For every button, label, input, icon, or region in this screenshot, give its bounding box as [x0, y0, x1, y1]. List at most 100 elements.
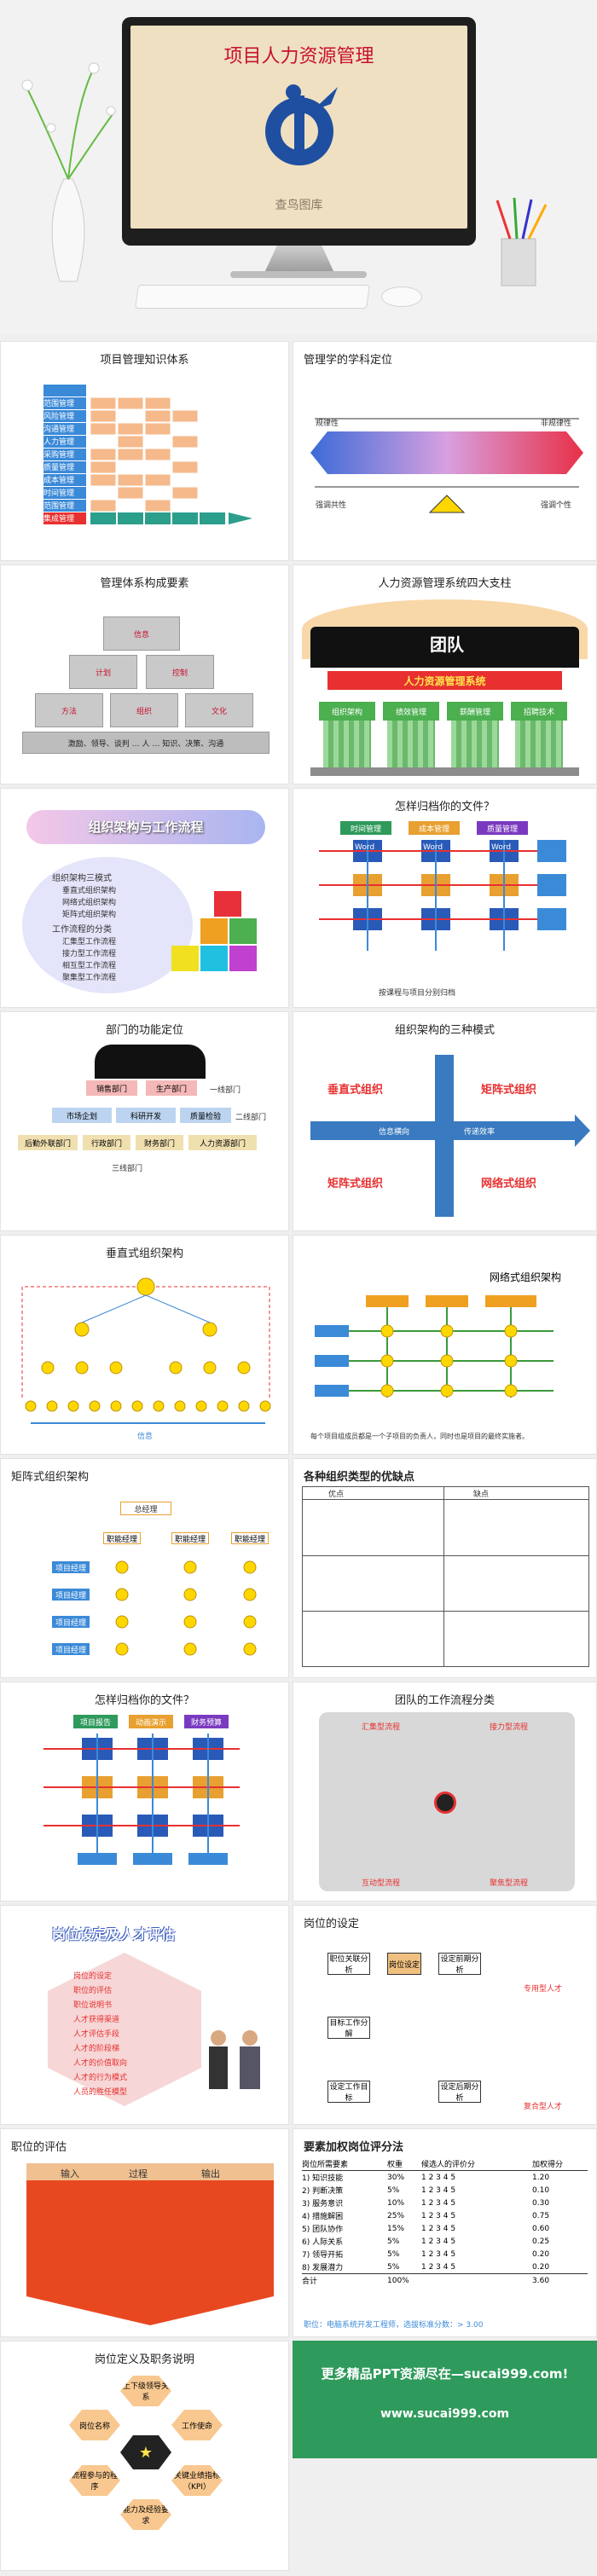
slide-team-flow: 团队的工作流程分类 汇集型流程 接力型流程 互动型流程 聚焦型流程 — [293, 1682, 597, 1902]
archive-note: 按课程与项目分别归档 — [379, 989, 456, 998]
slide-title: 管理学的学科定位 — [304, 354, 393, 367]
pillar-2: 绩效管理 — [383, 702, 439, 721]
slide-dept-function: 部门的功能定位 销售部门 生产部门 一线部门 市场企划 科研开发 质量检验 二线… — [0, 1011, 289, 1231]
pm-3: 项目经理 — [52, 1616, 90, 1628]
list-item: 汇集型工作流程 — [62, 938, 117, 946]
slide-title: 人力资源管理系统四大支柱 — [378, 577, 512, 590]
monitor-screen: 项目人力资源管理 查鸟图库 — [130, 26, 467, 229]
dept-logistics: 后勤外联部门 — [18, 1135, 78, 1150]
slide-title: 岗位设定及人才评估 — [52, 1926, 176, 1942]
list-item: 人才的价值取向 — [73, 2059, 128, 2068]
tier-2-label: 二线部门 — [235, 1114, 267, 1122]
km-col-1: 启动 — [95, 528, 111, 536]
col-cons: 缺点 — [473, 1491, 490, 1499]
box-5: 设定后期分析 — [438, 2081, 481, 2103]
block-control: 控制 — [146, 655, 214, 689]
hr-banner: 人力资源管理系统 — [327, 671, 562, 690]
pillar-column-3 — [451, 721, 499, 767]
km-row-4: 人力管理 — [43, 438, 75, 447]
block-culture: 文化 — [185, 693, 253, 727]
mode-matrix: 矩阵式组织 — [481, 1084, 537, 1097]
km-row-9: 范围管理 — [43, 502, 75, 511]
list-item: 接力型工作流程 — [62, 950, 117, 958]
list-item: 职位的评估 — [73, 1987, 113, 1995]
box-6: 设定工作目标 — [327, 2081, 370, 2103]
matrix-smileys — [95, 1553, 282, 1667]
eval-header — [26, 2163, 274, 2180]
slide-title: 要素加权岗位评分法 — [304, 2141, 404, 2154]
vertical-arrow — [435, 1055, 454, 1217]
footer-link[interactable]: www.sucai999.com — [380, 2407, 510, 2421]
vase-plant — [17, 51, 119, 290]
slide-title: 怎样归档你的文件？ — [94, 1694, 194, 1707]
hero-banner: 项目人力资源管理 查鸟图库 — [0, 0, 597, 334]
archive-diagram — [319, 840, 575, 980]
footer-line-1: 更多精品PPT资源尽在—sucai999.com! — [321, 2366, 569, 2382]
header-2: 成本管理 — [409, 821, 460, 835]
slide-title: 垂直式组织架构 — [105, 1247, 183, 1260]
mode-vertical: 垂直式组织 — [327, 1084, 384, 1097]
business-people-icon — [197, 2025, 274, 2114]
hex-3: 工作使命 — [171, 2410, 223, 2440]
team-label: 团队 — [430, 634, 464, 655]
axis-label-2: 传递效率 — [464, 1128, 496, 1137]
left-bottom-label: 强调共性 — [316, 501, 347, 510]
dept-marketing: 市场企划 — [52, 1108, 112, 1123]
monitor-foot — [230, 271, 367, 278]
list-item: 职位说明书 — [73, 2001, 113, 2010]
slide-position-talent: 岗位设定及人才评估 岗位的设定 职位的评估 职位说明书 人才获得渠道 人才评估手… — [0, 1905, 289, 2125]
list-item: 工作流程的分类 — [52, 925, 112, 935]
slide-management-elements: 管理体系构成要素 信息 计划 控制 方法 组织 文化 激励、领导、谈判 … 人 … — [0, 564, 289, 784]
km-row-11: 项目管理 — [43, 528, 75, 536]
file-word-2: Word — [423, 843, 443, 852]
pillar-column-1 — [323, 721, 371, 767]
pillar-column-4 — [515, 721, 563, 767]
slide-title: 怎样归档你的文件？ — [394, 801, 495, 813]
file-word-3: Word — [491, 843, 512, 852]
pillar-1: 组织架构 — [319, 702, 375, 721]
list-item: 人才获得渠道 — [73, 2016, 120, 2024]
spectrum-bar — [310, 402, 583, 533]
manager-1: 职能经理 — [103, 1532, 141, 1544]
mode-matrix-2: 矩阵式组织 — [327, 1178, 384, 1190]
slide-position-setting: 岗位的设定 职位关联分析 岗位设定 设定前期分析 目标工作分解 设定工作目标 设… — [293, 1905, 597, 2125]
km-row-3: 沟通管理 — [43, 425, 75, 434]
slide-title: 管理体系构成要素 — [100, 577, 189, 590]
km-row-5: 采购管理 — [43, 451, 75, 460]
talent-type-2: 复合型人才 — [524, 2103, 563, 2111]
hero-title: 项目人力资源管理 — [223, 46, 374, 67]
people-silhouettes — [95, 1045, 206, 1079]
slide-title: 网络式组织架构 — [490, 1271, 562, 1283]
dept-hr: 人力资源部门 — [188, 1135, 257, 1150]
dept-production: 生产部门 — [146, 1080, 197, 1096]
talent-type-1: 专用型人才 — [524, 1985, 563, 1994]
keyboard — [135, 285, 370, 309]
pros-cons-table: 优点 缺点 — [302, 1486, 589, 1667]
mouse — [381, 287, 422, 307]
dept-finance: 财务部门 — [136, 1135, 183, 1150]
box-2: 岗位设定 — [387, 1953, 421, 1975]
slide-job-definition: 岗位定义及职务说明 上下级领导关系 岗位名称 工作使命 ★ 流程参与的程序 能力… — [0, 2341, 289, 2571]
km-col-5: 收尾 — [204, 528, 220, 536]
pm-4: 项目经理 — [52, 1643, 90, 1655]
knowledge-grid — [39, 385, 270, 559]
row-divider — [303, 1555, 588, 1556]
dept-qa: 质量检验 — [180, 1108, 231, 1123]
slide-title: 组织架构的三种模式 — [394, 1024, 495, 1037]
dept-rnd: 科研开发 — [116, 1108, 176, 1123]
flow-type-2: 接力型流程 — [490, 1723, 529, 1732]
hex-1: 上下级领导关系 — [120, 2376, 171, 2406]
slide-file-archiving-2: 怎样归档你的文件？ 项目报告 动画演示 财务预算 — [0, 1682, 289, 1902]
slide-title: 项目管理知识体系 — [100, 354, 189, 367]
list-item: 垂直式组织架构 — [62, 887, 117, 895]
mode-network: 网络式组织 — [481, 1178, 537, 1190]
axis-label-1: 信息横向 — [379, 1128, 410, 1137]
hex-5: 能力及经验要求 — [120, 2499, 171, 2530]
archive-diagram-2 — [35, 1734, 265, 1882]
footer-banner: 更多精品PPT资源尽在—sucai999.com! www.sucai999.c… — [293, 2341, 597, 2458]
km-row-1: 范围管理 — [43, 400, 75, 408]
